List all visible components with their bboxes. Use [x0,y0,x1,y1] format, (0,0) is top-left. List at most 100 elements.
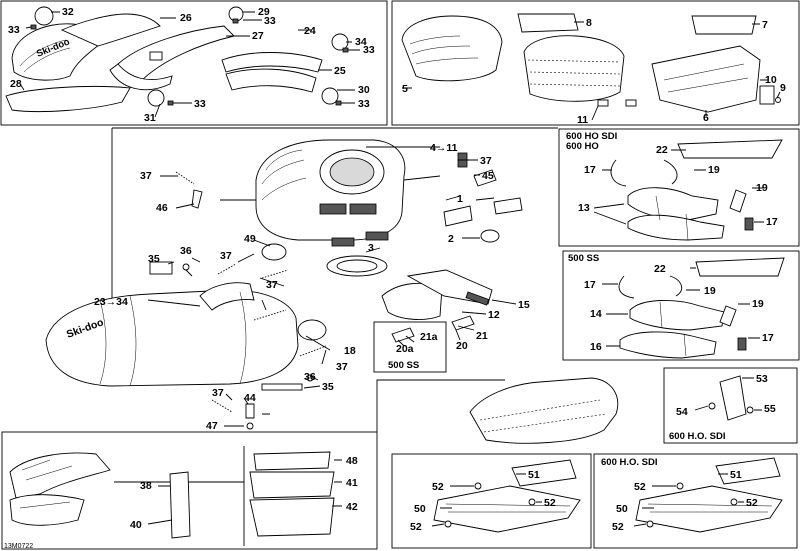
callout-33e: 33 [358,98,370,110]
callout-34: 34 [355,36,367,48]
callout-45: 45 [482,170,494,182]
callout-8: 8 [586,17,592,29]
hood-shield-hatch [19,459,73,509]
callout-numbers: 32 33 26 29 33 27 24 34 33 25 28 30 33 3… [8,6,786,533]
protector-41 [249,471,335,499]
skid-plate-50b-hatch [647,503,773,513]
callout-7: 7 [762,19,768,31]
callout-54: 54 [676,406,688,418]
heading-600-ho-sdi: 600 HO SDI [566,131,617,142]
callout-36b: 36 [304,371,316,383]
spring-37-d [299,345,327,357]
screw-36-left [182,263,190,271]
callout-26: 26 [180,12,192,24]
skid-plate-50a [433,485,581,533]
spring-33b [232,18,239,24]
ring-19-ho [663,159,678,185]
protector-38 [169,471,191,539]
callout-21: 21 [476,330,488,342]
shield-25 [225,68,317,93]
callout-55: 55 [764,403,776,415]
callout-37a: 37 [140,170,152,182]
bracket-35-left [149,261,173,275]
clamp-34 [331,33,349,51]
hood-shield-top [9,452,111,499]
callout-52b: 52 [544,497,556,509]
muffler-bracket-b [349,203,377,215]
nut-52a [474,482,482,490]
callout-33b: 33 [264,15,276,27]
callout-12: 12 [488,309,500,321]
callout-20a: 20a [396,343,414,355]
muffler-cover-6 [651,45,761,113]
bracket-44 [245,403,255,419]
callout-50a: 50 [414,503,426,515]
callout-19d: 19 [752,298,764,310]
nut-52d [676,482,684,490]
muffler-cover-6-hatch [663,63,749,93]
pipe-13-upper [627,187,719,221]
pipe-14 [629,299,725,331]
spring-17-ho [744,217,754,231]
screw-9 [775,97,781,103]
skid-plate-50a-hatch [445,503,571,513]
spring-33c [342,47,349,53]
muffler-cover-5-hatch [409,35,479,65]
callout-9: 9 [780,82,786,94]
callout-19b: 19 [756,182,768,194]
callout-42: 42 [346,501,358,513]
panel-heat-protectors [1,431,378,550]
callout-50b: 50 [616,503,628,515]
heading-600-ho-sdi-bracket: 600 H.O. SDI [669,431,726,442]
callout-16: 16 [590,341,602,353]
callout-40: 40 [130,519,142,531]
gasket-3-inner [336,259,378,273]
callout-23-to-34: 23→34 [94,296,128,308]
heading-500-ss-inset: 500 SS [388,360,419,371]
nut-52e [730,498,738,506]
callout-52e: 52 [746,497,758,509]
callout-37f: 37 [212,387,224,399]
panel-600-ho-sdi [558,128,800,247]
bracket-35-bottom [261,383,303,391]
muffler-shield-hatch [19,39,71,73]
callout-19c: 19 [704,285,716,297]
callout-17c: 17 [584,279,596,291]
nut-52b [528,498,536,506]
grommet-11 [597,99,609,107]
callout-6: 6 [703,112,709,124]
heading-600-ho: 600 HO [566,141,599,152]
panel-heat-shields [0,0,388,126]
leaders-skid [431,473,744,527]
callout-14: 14 [590,308,602,320]
clamp-30 [321,87,339,105]
pipe-13-lower [627,214,725,241]
rubber-mount-1a [443,205,473,227]
callout-17d: 17 [762,332,774,344]
skid-plate-50b [635,485,783,533]
panel-skid-plate-b [593,453,798,549]
spring-33d [167,100,174,106]
tuned-pipe [45,289,299,387]
hood-shield-bottom [9,494,85,526]
gasket-22-ss [695,257,785,277]
callout-37e: 37 [336,361,348,373]
muffler-bracket-d [365,231,389,241]
rubber-mount-1b [493,197,523,215]
leaders-top-right [402,21,781,121]
small-muffler-dots [479,399,607,433]
panel-500-ss [562,250,800,361]
panel-500-ss-inset [373,321,447,373]
panel-bracket-parts [469,375,762,444]
spring-37-a [217,263,237,275]
panel-skid-plate-a [391,453,592,549]
callout-52d: 52 [634,481,646,493]
callout-17b: 17 [766,216,778,228]
callout-51b: 51 [730,469,742,481]
callout-37c: 37 [220,250,232,262]
gasket-7 [691,15,757,35]
leaders-main [147,146,517,427]
callout-44: 44 [244,392,256,404]
bracket-46 [191,189,203,209]
callout-22a: 22 [656,144,668,156]
